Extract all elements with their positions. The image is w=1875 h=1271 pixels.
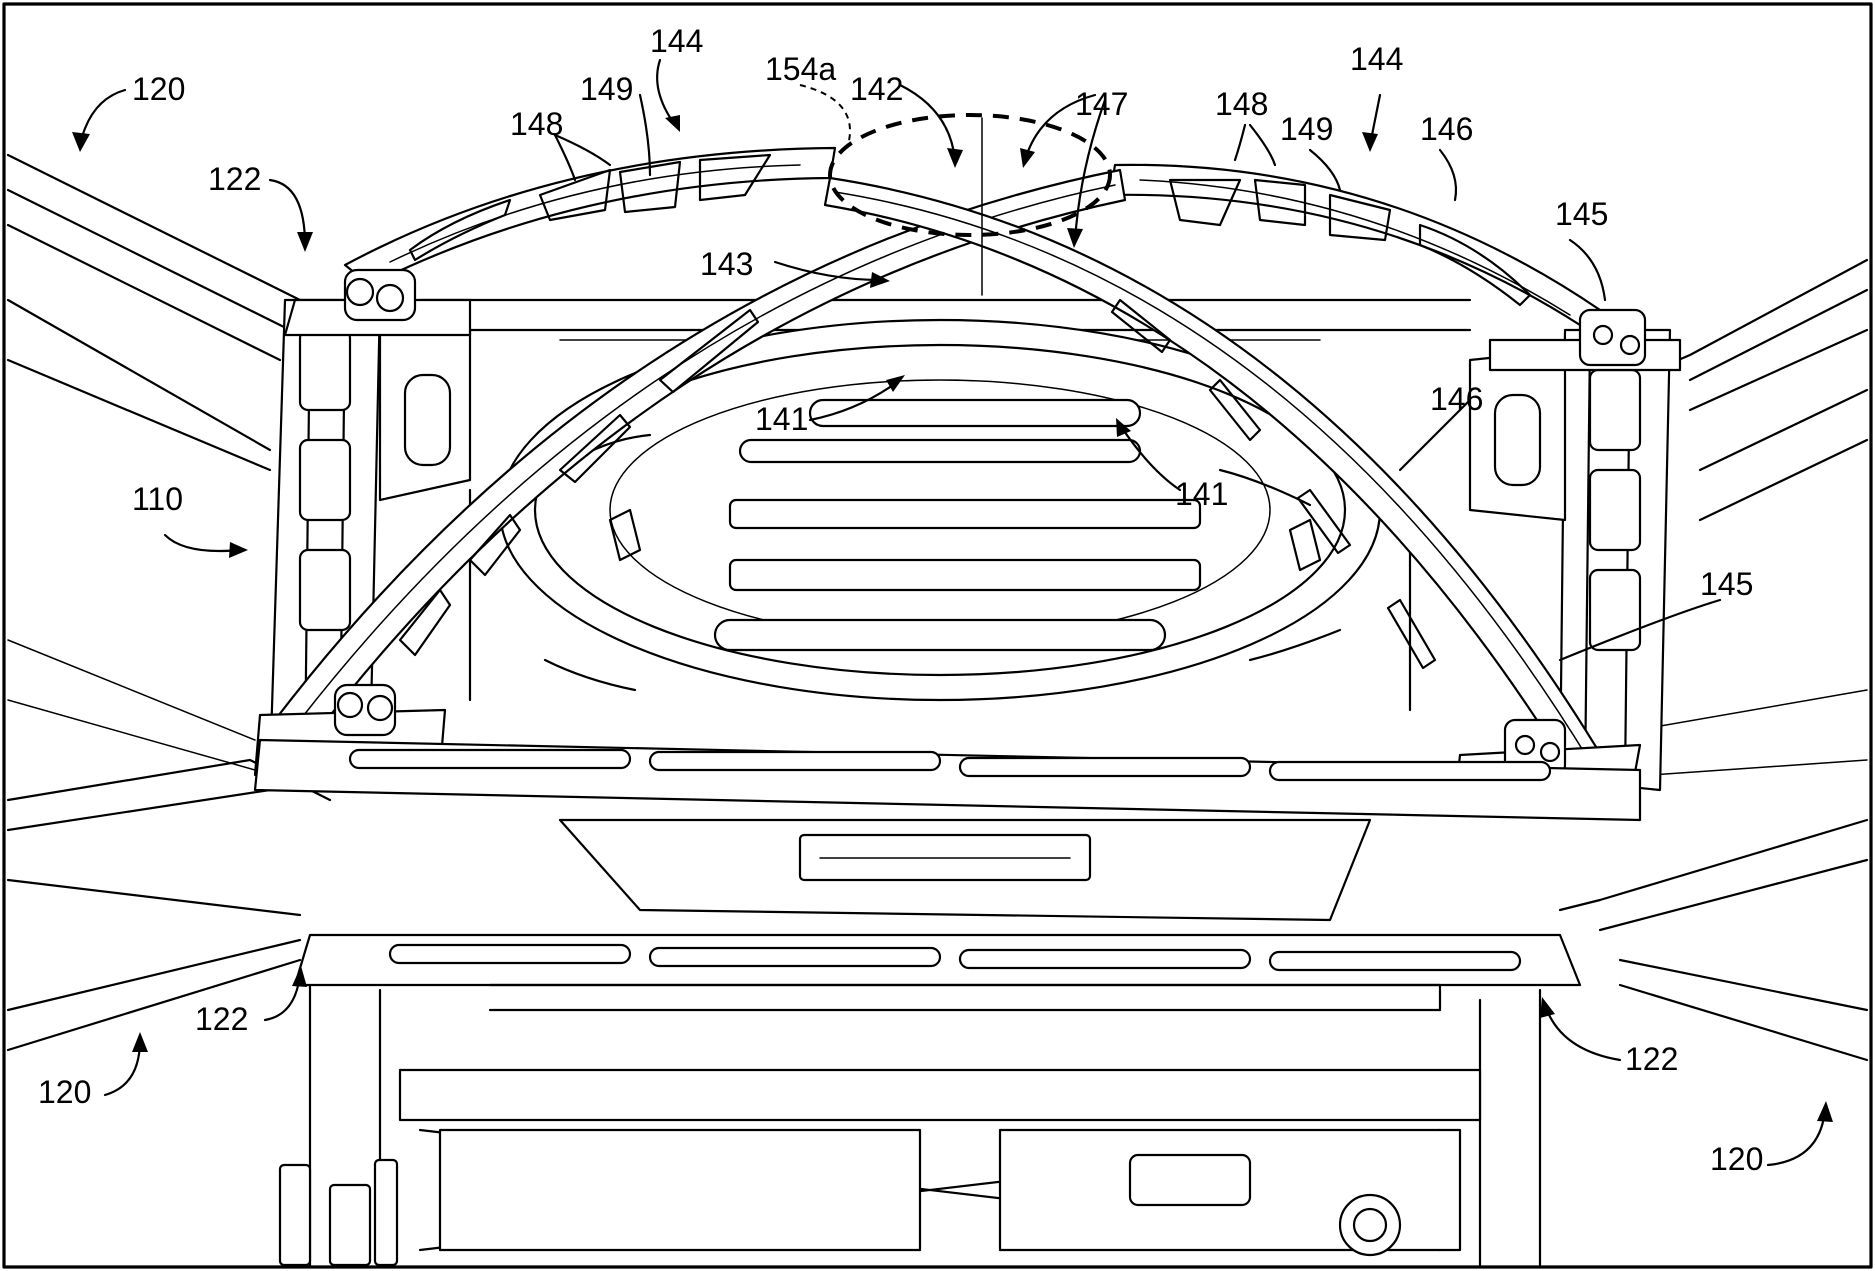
label-141-right: 141 <box>1175 476 1228 512</box>
label-120-top-left: 120 <box>132 71 185 107</box>
arm-bottom-left <box>8 760 330 1050</box>
label-149-left: 149 <box>580 71 633 107</box>
label-148-left: 148 <box>510 106 563 142</box>
platform-rails <box>255 740 1640 1010</box>
label-143: 143 <box>700 246 753 282</box>
lower-chassis <box>280 985 1540 1265</box>
label-149-right: 149 <box>1280 111 1333 147</box>
label-120-bottom-right: 120 <box>1710 1141 1763 1177</box>
label-141-left: 141 <box>755 401 808 437</box>
label-120-bottom-left: 120 <box>38 1074 91 1110</box>
label-144-right: 144 <box>1350 41 1403 77</box>
label-145-top: 145 <box>1555 196 1608 232</box>
label-146-mid: 146 <box>1430 381 1483 417</box>
label-147: 147 <box>1075 86 1128 122</box>
label-148-right: 148 <box>1215 86 1268 122</box>
label-145-mid: 145 <box>1700 566 1753 602</box>
label-122-top-left: 122 <box>208 161 261 197</box>
label-142: 142 <box>850 71 903 107</box>
label-110: 110 <box>132 481 183 517</box>
label-154a: 154a <box>765 51 836 87</box>
label-122-bottom-left: 122 <box>195 1001 248 1037</box>
label-146-top: 146 <box>1420 111 1473 147</box>
label-144-left: 144 <box>650 23 703 59</box>
label-122-bottom-right: 122 <box>1625 1041 1678 1077</box>
